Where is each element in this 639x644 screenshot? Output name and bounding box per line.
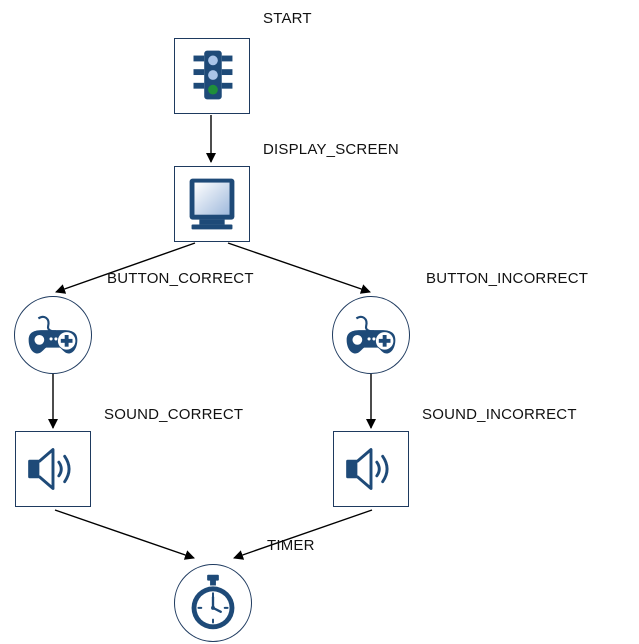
node-display-screen[interactable] — [174, 166, 250, 242]
gamepad-icon — [346, 315, 396, 354]
edge-display-screen-to-button-incorrect — [227, 242, 371, 294]
speaker-icon — [346, 448, 389, 490]
node-label-button-incorrect: BUTTON_INCORRECT — [426, 270, 589, 287]
traffic-light-icon — [193, 50, 233, 100]
node-start[interactable] — [174, 38, 250, 114]
node-timer[interactable] — [174, 564, 252, 642]
edge-display-screen-to-button-correct — [55, 242, 196, 294]
node-sound-incorrect[interactable] — [333, 431, 409, 507]
monitor-icon — [189, 178, 235, 230]
edge-sound-correct-to-timer — [54, 509, 195, 560]
node-sound-correct[interactable] — [15, 431, 91, 507]
node-label-button-correct: BUTTON_CORRECT — [107, 270, 254, 287]
node-label-timer: TIMER — [267, 537, 315, 554]
gamepad-icon — [28, 315, 78, 354]
speaker-icon — [28, 448, 71, 490]
node-label-start: START — [263, 10, 312, 27]
node-label-sound-correct: SOUND_CORRECT — [104, 406, 244, 423]
node-button-incorrect[interactable] — [332, 296, 410, 374]
node-label-display-screen: DISPLAY_SCREEN — [263, 141, 399, 158]
edge-sound-incorrect-to-timer — [233, 509, 373, 560]
stopwatch-icon — [191, 574, 235, 630]
node-button-correct[interactable] — [14, 296, 92, 374]
node-label-sound-incorrect: SOUND_INCORRECT — [422, 406, 577, 423]
